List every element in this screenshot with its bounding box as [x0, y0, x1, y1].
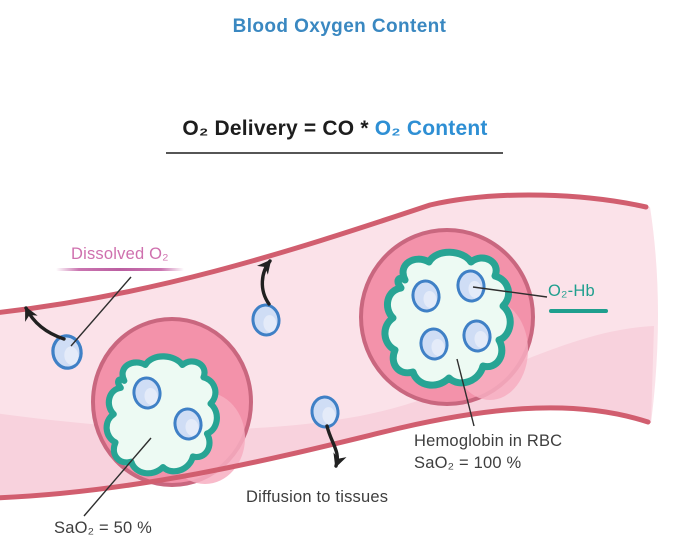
- formula-black: O₂ Delivery = CO *: [182, 117, 375, 140]
- dissolved-o2-underline: [56, 268, 184, 271]
- formula-underline: [166, 152, 503, 154]
- arrow-out-top-icon: [256, 259, 272, 306]
- o2-molecule-dissolved: [309, 394, 341, 430]
- hemoglobin-left: [107, 356, 217, 473]
- label-sao2-50: SaO₂ = 50 %: [54, 519, 153, 537]
- label-diffusion: Diffusion to tissues: [246, 488, 389, 506]
- arrow-out-left-icon: [24, 306, 66, 341]
- formula: O₂ Delivery = CO * O₂ Content: [182, 117, 487, 141]
- pointer-dissolved-o2: [70, 276, 132, 347]
- formula-blue: O₂ Content: [374, 117, 488, 140]
- label-dissolved-o2: Dissolved O₂: [71, 245, 169, 263]
- pointer-sao2-50: [83, 437, 152, 517]
- label-o2-hb: O₂-Hb: [548, 282, 595, 300]
- hemoglobin-right: [385, 252, 510, 385]
- label-hemoglobin-block: Hemoglobin in RBC SaO₂ = 100 %: [414, 430, 562, 475]
- arrow-out-bottom-icon: [325, 424, 347, 468]
- pointer-o2-hb: [472, 286, 548, 298]
- label-hemoglobin-rbc: Hemoglobin in RBC: [414, 432, 563, 450]
- label-sao2-100: SaO₂ = 100 %: [414, 454, 522, 473]
- o2-molecule-dissolved: [250, 302, 282, 338]
- page-title: Blood Oxygen Content: [232, 16, 447, 37]
- pointer-hemoglobin: [456, 358, 475, 427]
- vessel-wall-top: [0, 192, 649, 315]
- vessel-wall-bottom: [0, 405, 651, 501]
- o2-hb-underline: [549, 309, 608, 313]
